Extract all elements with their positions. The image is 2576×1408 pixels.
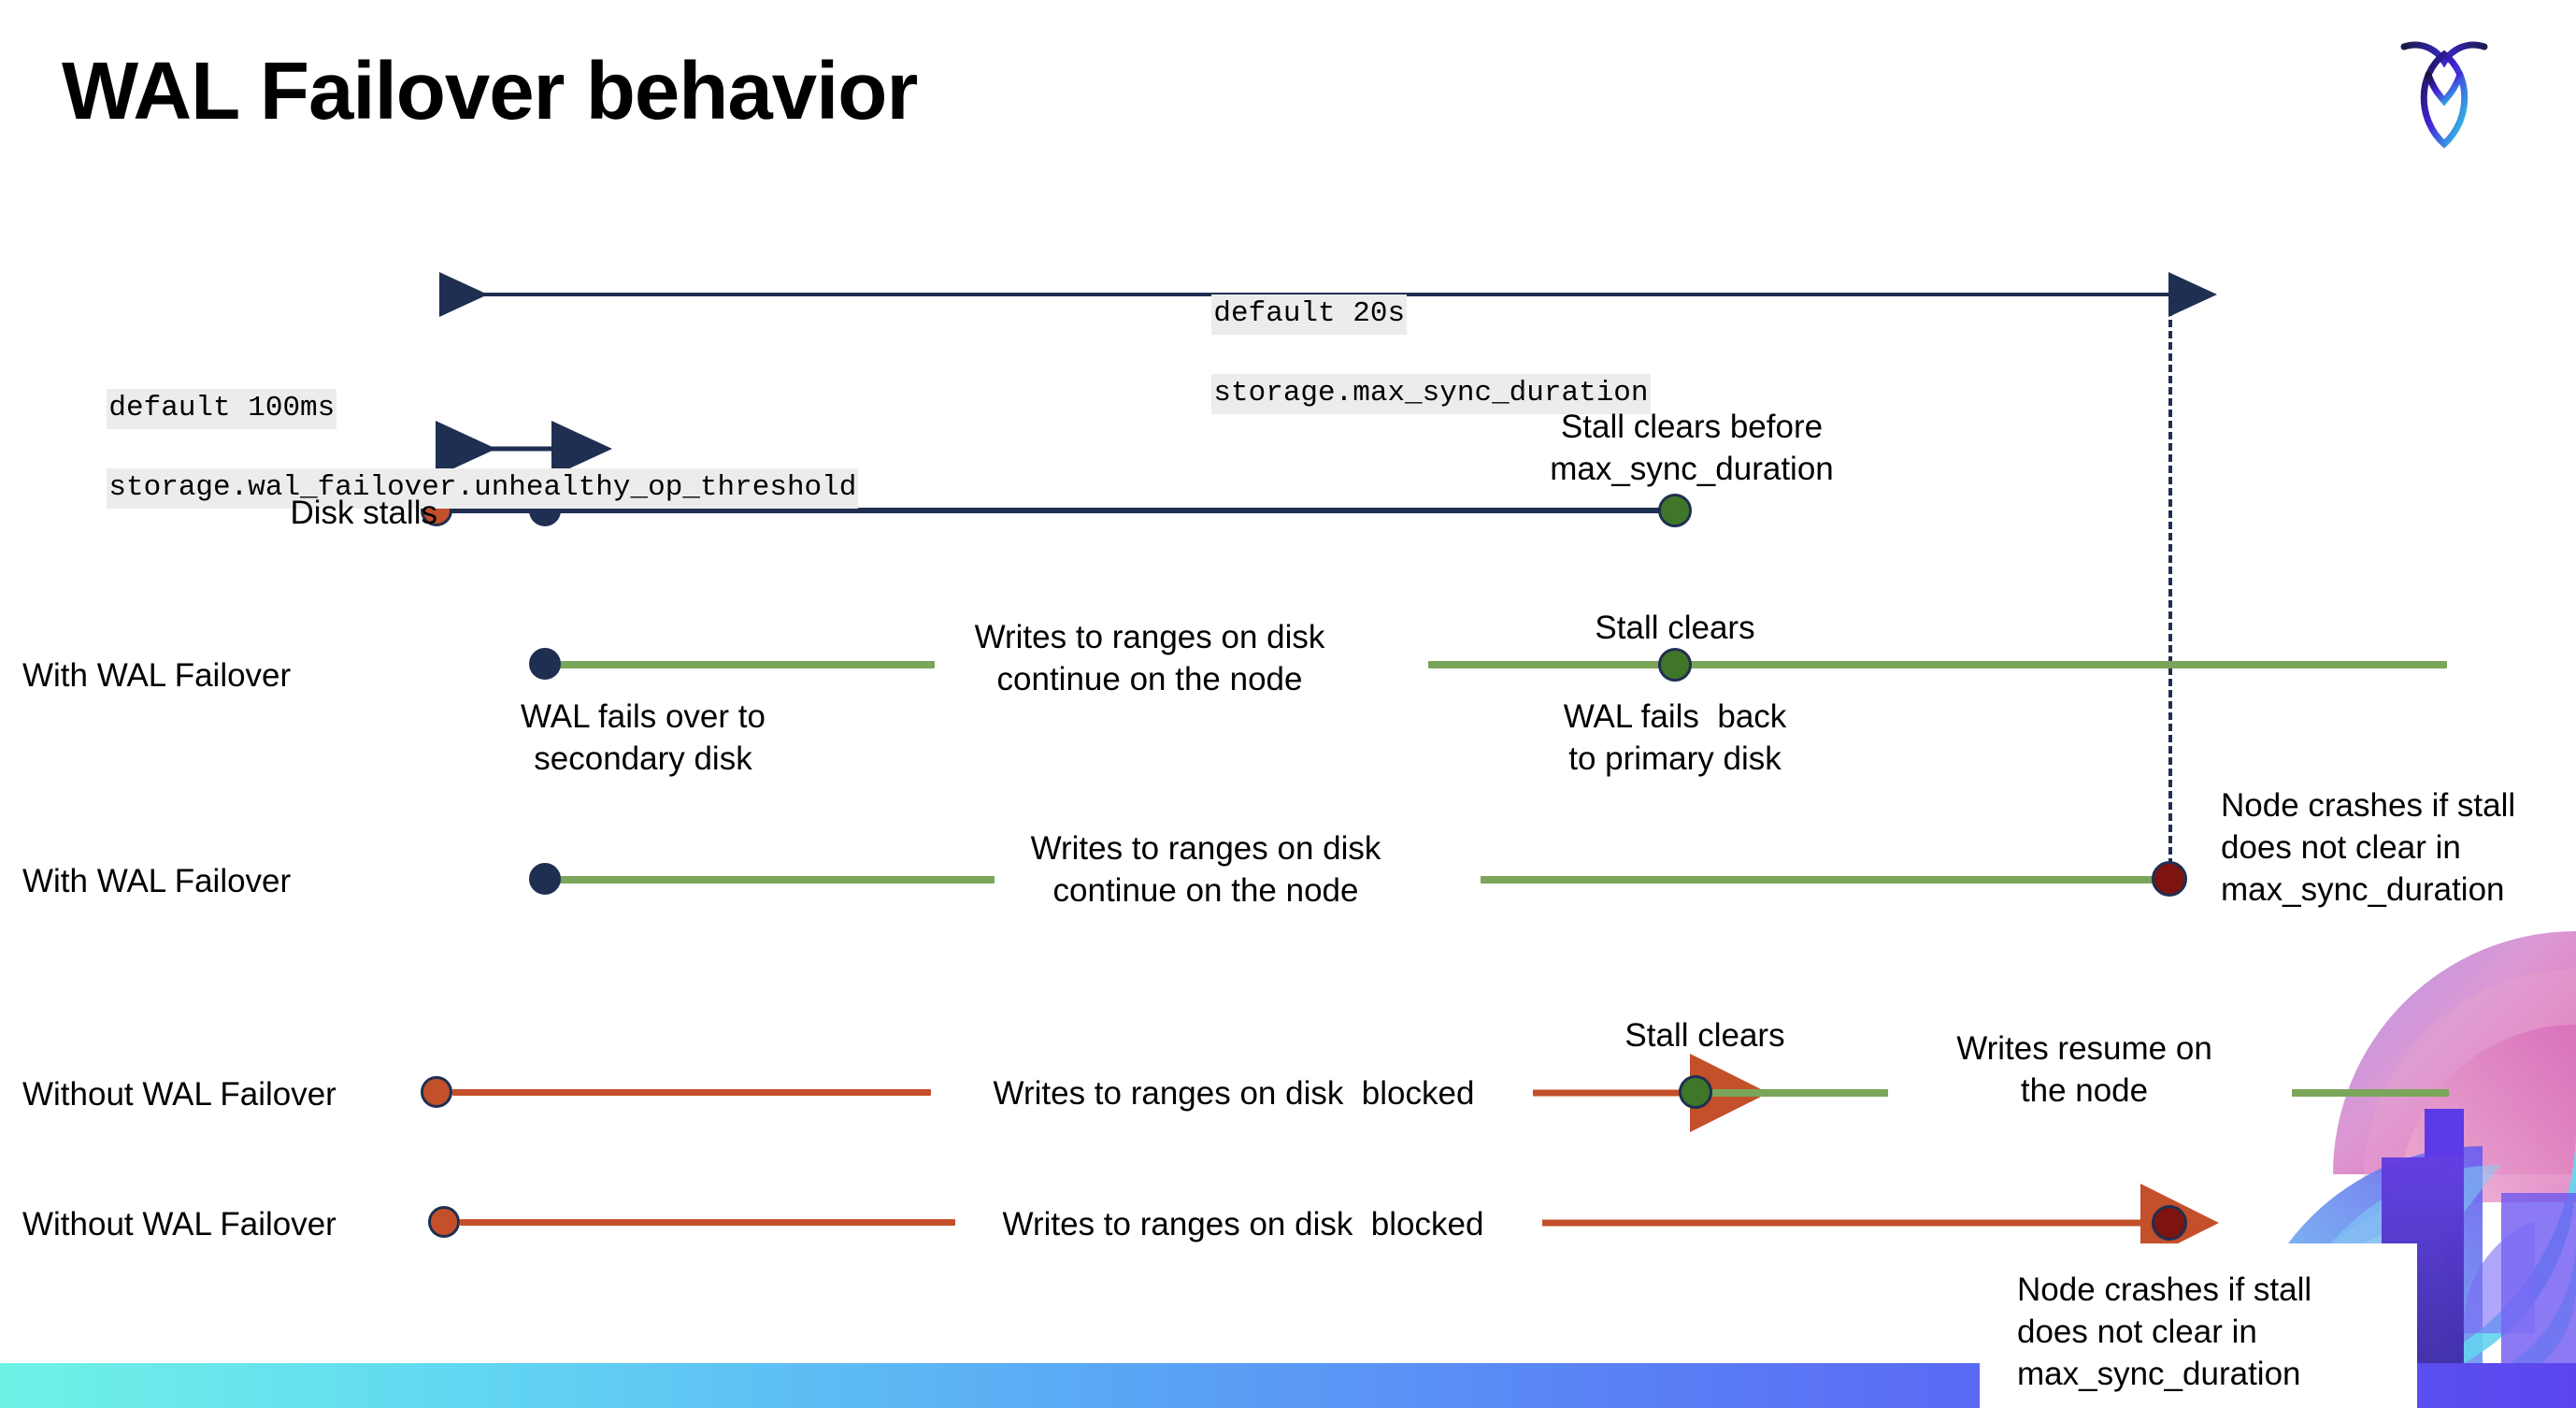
note-writes-blocked-2: Writes to ranges on disk blocked (1002, 1206, 1484, 1243)
annotation-unhealthy-line1: default 100ms (107, 388, 337, 429)
disk-stalls-timeline (439, 508, 1675, 513)
cockroachdb-logo-icon (2393, 26, 2496, 157)
disk-stalls-clear-dot (1658, 494, 1692, 527)
max-sync-duration-dashed-guide (2168, 297, 2172, 877)
note-writes-blocked-1: Writes to ranges on disk blocked (993, 1075, 1475, 1112)
with-wal-failover-2-segment-a (550, 876, 995, 884)
note-writes-continue-1: Writes to ranges on disk continue on the… (974, 619, 1325, 697)
note-stall-clears-2: Stall clears (1624, 1017, 1785, 1054)
without-wal-failover-1-blocked-arrow (1533, 1054, 1768, 1132)
row-label-without-wal-failover-1: Without WAL Failover (22, 1076, 336, 1113)
with-wal-failover-1-failover-dot (529, 648, 561, 680)
without-wal-failover-1-blocked-segment-a (452, 1089, 931, 1096)
note-wal-fails-back: WAL fails back to primary disk (1563, 698, 1787, 777)
without-wal-failover-2-start-dot (428, 1206, 460, 1238)
note-stall-clears-before: Stall clears before max_sync_duration (1550, 409, 1834, 487)
with-wal-failover-2-failover-dot (529, 863, 561, 895)
annotation-unhealthy-line2: storage.wal_failover.unhealthy_op_thresh… (107, 468, 859, 510)
with-wal-failover-1-clear-dot (1658, 648, 1692, 682)
without-wal-failover-1-resume-segment-a (1712, 1089, 1888, 1097)
without-wal-failover-2-blocked-segment-a (460, 1219, 955, 1226)
with-wal-failover-1-segment-b (1428, 661, 2447, 668)
without-wal-failover-2-crash-dot (2152, 1205, 2187, 1241)
unhealthy-op-threshold-span-arrow (436, 421, 612, 477)
row-label-disk-stalls: Disk stalls (290, 495, 437, 531)
annotation-max-sync-line1: default 20s (1211, 294, 1408, 335)
note-writes-continue-2: Writes to ranges on disk continue on the… (1030, 830, 1381, 909)
page-title: WAL Failover behavior (62, 46, 918, 136)
without-wal-failover-1-resume-segment-b (2292, 1089, 2449, 1097)
with-wal-failover-2-crash-dot (2152, 861, 2187, 897)
without-wal-failover-1-start-dot (421, 1076, 452, 1108)
without-wal-failover-2-blocked-arrow (1542, 1184, 2219, 1262)
row-label-without-wal-failover-2: Without WAL Failover (22, 1206, 336, 1243)
row-label-with-wal-failover-2: With WAL Failover (22, 863, 292, 899)
without-wal-failover-1-clear-dot (1679, 1075, 1712, 1109)
note-stall-clears-1: Stall clears (1595, 610, 1755, 646)
row-label-with-wal-failover-1: With WAL Failover (22, 657, 292, 694)
note-writes-resume: Writes resume on the node (1956, 1030, 2212, 1109)
with-wal-failover-1-segment-a (550, 661, 935, 668)
annotation-unhealthy-op-threshold: default 100ms storage.wal_failover.unhea… (37, 349, 859, 549)
with-wal-failover-2-segment-b (1481, 876, 2176, 884)
note-wal-fails-over: WAL fails over to secondary disk (521, 698, 766, 777)
annotation-max-sync-line2: storage.max_sync_duration (1211, 374, 1651, 415)
note-node-crashes-1: Node crashes if stall does not clear in … (2221, 787, 2516, 908)
note-node-crashes-2: Node crashes if stall does not clear in … (2017, 1272, 2312, 1392)
